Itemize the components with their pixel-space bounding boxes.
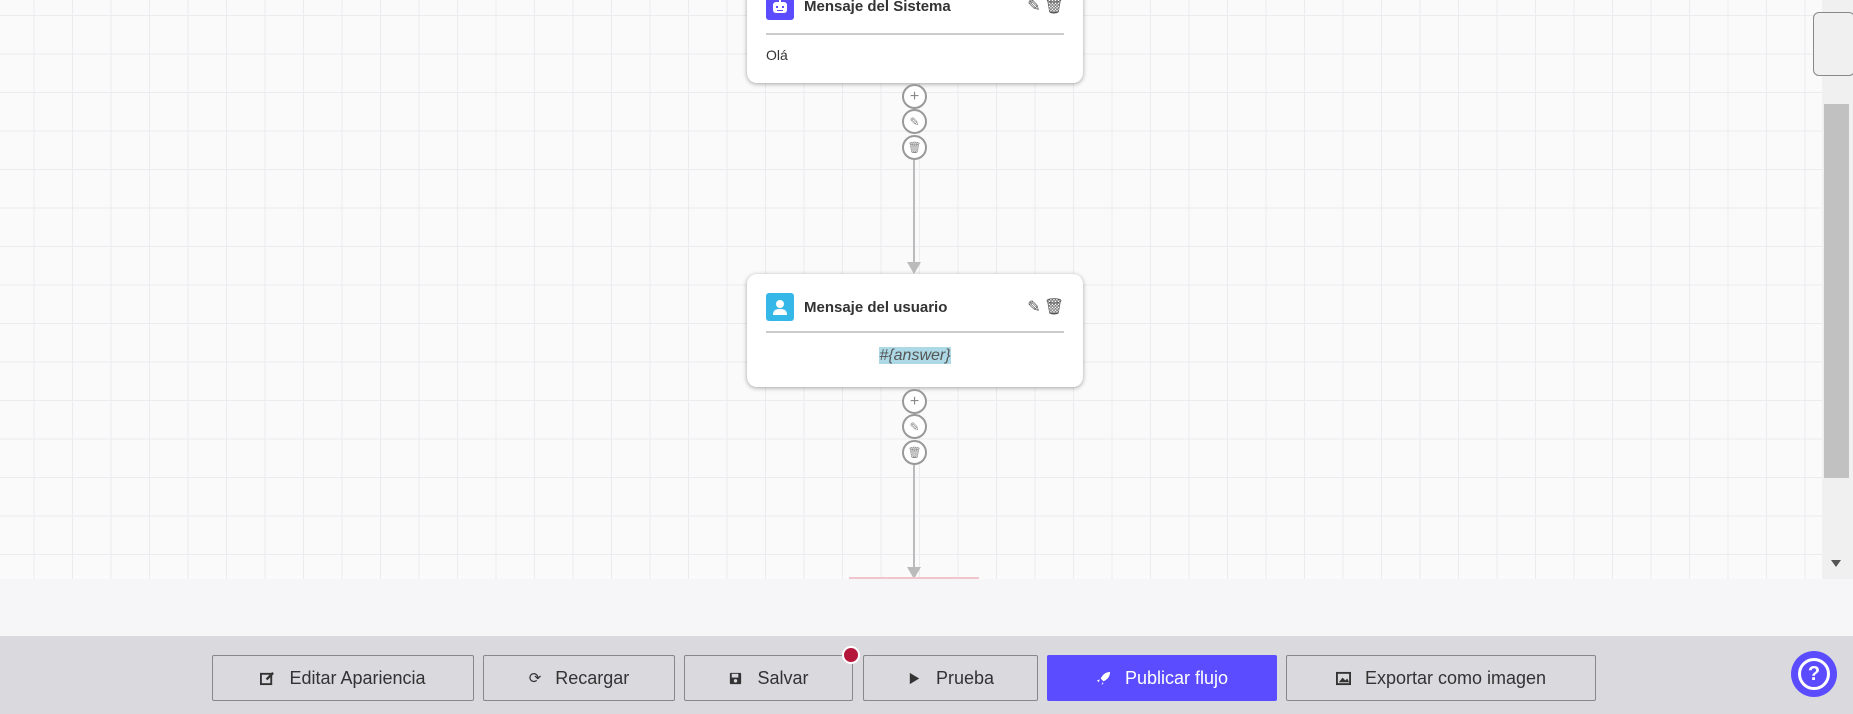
pencil-icon[interactable]: ✎ — [1027, 299, 1041, 316]
vertical-scrollbar[interactable] — [1822, 0, 1853, 579]
button-label: Recargar — [555, 667, 630, 688]
floppy-disk-icon — [730, 672, 742, 684]
connector-line — [913, 465, 915, 571]
delete-connection-button[interactable]: 🗑 — [902, 440, 927, 465]
pencil-icon[interactable]: ✎ — [1027, 0, 1041, 15]
next-node-edge — [849, 577, 979, 579]
node-body: Olá — [766, 47, 788, 63]
trash-icon: 🗑 — [907, 447, 922, 459]
node-title: Mensaje del usuario — [804, 298, 948, 316]
robot-icon — [766, 0, 794, 20]
help-button[interactable]: ? — [1791, 651, 1837, 697]
button-label: Prueba — [935, 667, 995, 688]
trash-icon[interactable]: 🗑 — [1043, 299, 1065, 316]
pencil-icon: ✎ — [909, 114, 920, 129]
delete-connection-button[interactable]: 🗑 — [902, 135, 927, 160]
play-icon — [909, 672, 920, 684]
button-label: Exportar como imagen — [1364, 667, 1547, 688]
trash-icon: 🗑 — [907, 142, 922, 154]
arrow-head — [907, 262, 921, 274]
edit-appearance-button[interactable]: Editar Apariencia — [212, 655, 474, 701]
connector-line — [913, 160, 915, 264]
add-node-button[interactable]: + — [902, 84, 927, 109]
user-icon — [766, 293, 794, 321]
scrollbar-thumb[interactable] — [1824, 104, 1849, 478]
publish-flow-button[interactable]: Publicar flujo — [1047, 655, 1277, 701]
image-icon — [1335, 671, 1351, 685]
plus-icon: + — [909, 87, 920, 105]
test-button[interactable]: Prueba — [863, 655, 1038, 701]
pencil-icon: ✎ — [909, 419, 920, 434]
trash-icon[interactable]: 🗑 — [1043, 0, 1065, 15]
button-label: Editar Apariencia — [289, 667, 426, 688]
node-system-message[interactable]: Mensaje del Sistema ✎ 🗑 Olá — [747, 0, 1083, 83]
minimap-panel[interactable] — [1813, 12, 1853, 76]
flow-canvas[interactable]: Mensaje del Sistema ✎ 🗑 Olá + ✎ 🗑 Mensaj… — [0, 0, 1822, 579]
question-icon: ? — [1798, 658, 1830, 690]
edit-connection-button[interactable]: ✎ — [902, 109, 927, 134]
unsaved-changes-dot — [842, 646, 860, 664]
refresh-icon: ⟳ — [528, 670, 542, 687]
plus-icon: + — [909, 392, 920, 410]
save-button[interactable]: Salvar — [684, 655, 853, 701]
reload-button[interactable]: ⟳ Recargar — [483, 655, 675, 701]
scroll-down-arrow-icon[interactable] — [1831, 560, 1841, 567]
node-user-message[interactable]: Mensaje del usuario ✎ 🗑 #{answer} — [747, 274, 1083, 387]
node-title: Mensaje del Sistema — [804, 0, 951, 15]
edit-connection-button[interactable]: ✎ — [902, 414, 927, 439]
button-label: Salvar — [757, 667, 809, 688]
rocket-icon — [1096, 671, 1111, 685]
edit-icon — [260, 671, 275, 685]
button-label: Publicar flujo — [1124, 667, 1229, 688]
divider — [766, 331, 1064, 333]
export-image-button[interactable]: Exportar como imagen — [1286, 655, 1596, 701]
arrow-head — [907, 567, 921, 579]
add-node-button[interactable]: + — [902, 389, 927, 414]
node-body: #{answer} — [879, 347, 951, 364]
bottom-toolbar: Editar Apariencia ⟳ Recargar Salvar Prue… — [0, 636, 1853, 714]
divider — [766, 33, 1064, 35]
